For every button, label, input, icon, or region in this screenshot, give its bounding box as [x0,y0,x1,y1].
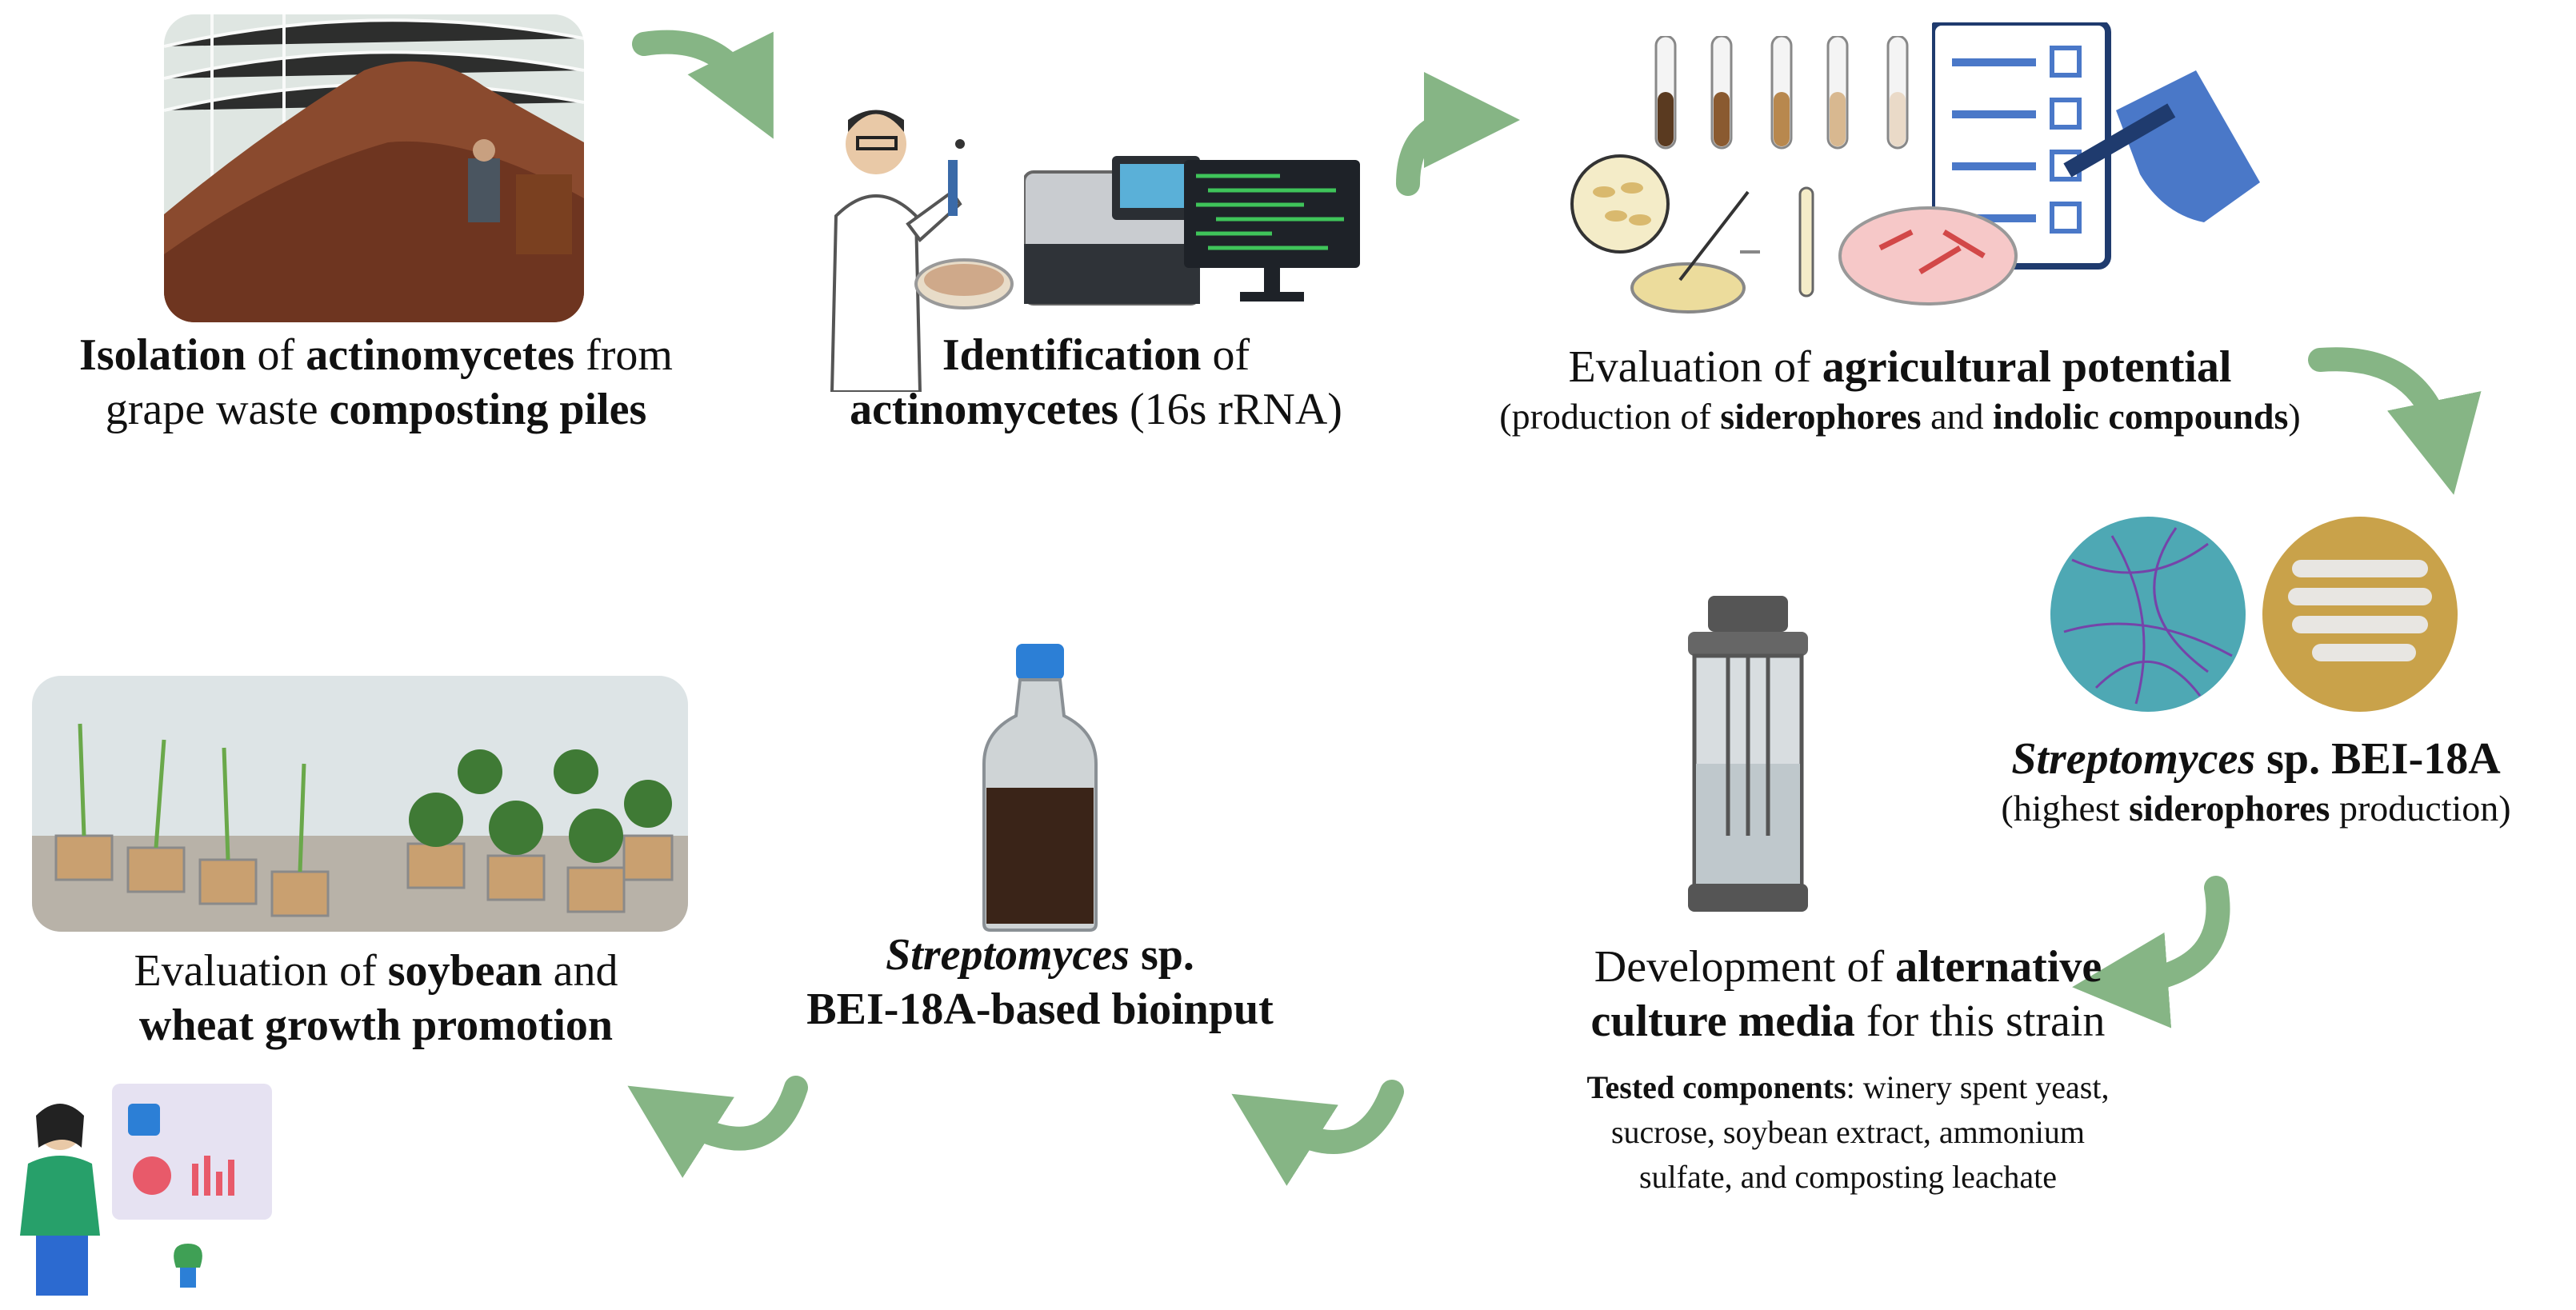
caption-isolation: Isolation of actinomycetes from grape wa… [79,330,673,435]
caption-agricultural: Evaluation of agricultural potential (pr… [1499,342,2301,437]
analyst-icon [16,1084,280,1300]
test-tubes-icon [1648,36,1920,156]
caption-growth-promotion: Evaluation of soybean and wheat growth p… [134,946,618,1051]
caption-culture-media: Development of alternative culture media… [1590,942,2106,1047]
monitor-icon [1184,160,1360,308]
arrow-5-6 [1231,1080,1404,1186]
petri-dish-icon-2 [1568,152,2032,336]
petri-dish-icon [912,248,1016,312]
compost-pile-photo [164,14,584,322]
seedlings-photo [32,676,688,932]
tested-components-text: Tested components: winery spent yeast, s… [1586,1069,2110,1195]
bioinput-bottle-icon [980,644,1100,932]
caption-bioinput: Streptomyces sp. BEI-18A-based bioinput [806,930,1274,1035]
agar-plate-photos [2048,512,2464,716]
arrow-2-3 [1396,72,1520,196]
caption-identification: Identification of actinomycetes (16s rRN… [850,330,1342,435]
checklist-icon [1932,22,2268,270]
sequencer-icon [1024,156,1200,308]
arrow-3-4 [2308,347,2482,495]
arrow-1-2 [632,30,774,139]
bioreactor-icon [1672,596,1824,916]
scientist-icon [800,96,1000,392]
arrow-4-5 [2072,876,2230,1028]
caption-strain: Streptomyces sp. BEI-18A (highest sidero… [2001,734,2511,829]
arrow-6-7 [627,1076,808,1178]
